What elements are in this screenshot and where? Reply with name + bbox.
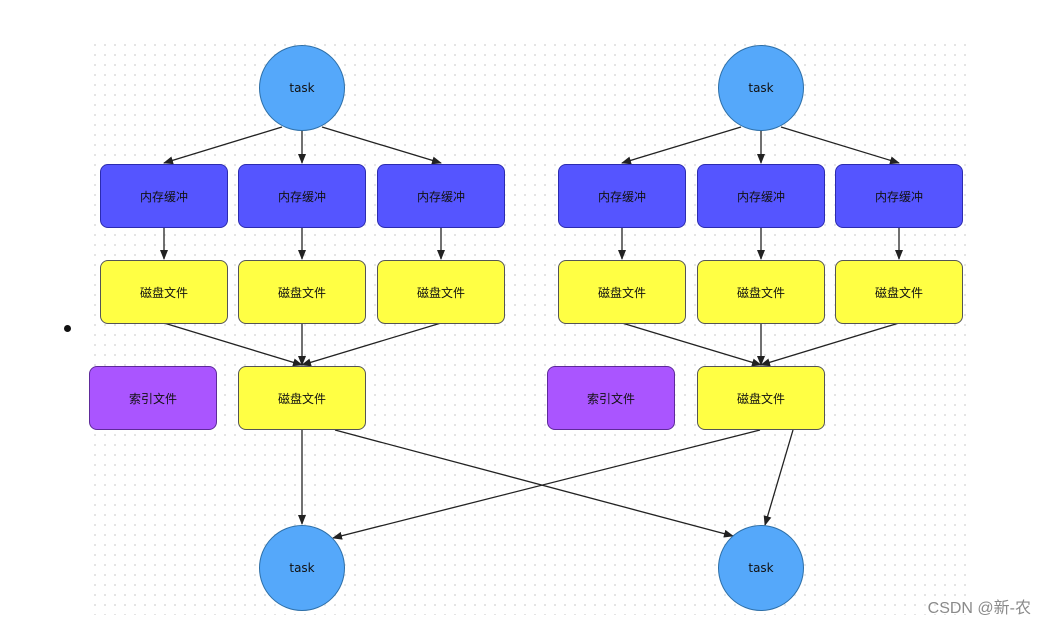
merged-disk-file-node: 磁盘文件 xyxy=(697,366,825,430)
memory-buffer-node: 内存缓冲 xyxy=(238,164,366,228)
watermark-text: CSDN @新-农 xyxy=(927,600,1031,617)
diagram-canvas xyxy=(90,40,968,615)
edge-merge-task-4 xyxy=(763,429,794,526)
disk-file-node: 磁盘文件 xyxy=(697,260,825,324)
edge-disk-merge-1 xyxy=(163,322,303,367)
edge-disk-merge-4 xyxy=(621,322,762,367)
memory-buffer-node: 内存缓冲 xyxy=(697,164,825,228)
edge-task-mem-6 xyxy=(780,126,900,165)
list-bullet xyxy=(64,325,71,332)
memory-buffer-node: 内存缓冲 xyxy=(835,164,963,228)
task-node-top-left: task xyxy=(259,45,345,131)
merged-disk-file-node: 磁盘文件 xyxy=(238,366,366,430)
disk-file-node: 磁盘文件 xyxy=(100,260,228,324)
disk-file-node: 磁盘文件 xyxy=(377,260,505,324)
edge-merge-task-2 xyxy=(334,429,734,538)
memory-buffer-node: 内存缓冲 xyxy=(558,164,686,228)
edge-disk-merge-3 xyxy=(301,322,442,367)
disk-file-node: 磁盘文件 xyxy=(558,260,686,324)
edge-task-mem-4 xyxy=(621,126,742,165)
edge-merge-task-3 xyxy=(332,429,761,540)
task-node-bottom-left: task xyxy=(259,525,345,611)
memory-buffer-node: 内存缓冲 xyxy=(377,164,505,228)
disk-file-node: 磁盘文件 xyxy=(238,260,366,324)
disk-file-node: 磁盘文件 xyxy=(835,260,963,324)
index-file-node: 索引文件 xyxy=(547,366,675,430)
edge-task-mem-3 xyxy=(321,126,442,165)
edge-disk-merge-6 xyxy=(760,322,900,367)
memory-buffer-node: 内存缓冲 xyxy=(100,164,228,228)
index-file-node: 索引文件 xyxy=(89,366,217,430)
task-node-bottom-right: task xyxy=(718,525,804,611)
task-node-top-right: task xyxy=(718,45,804,131)
edge-task-mem-1 xyxy=(163,126,283,165)
